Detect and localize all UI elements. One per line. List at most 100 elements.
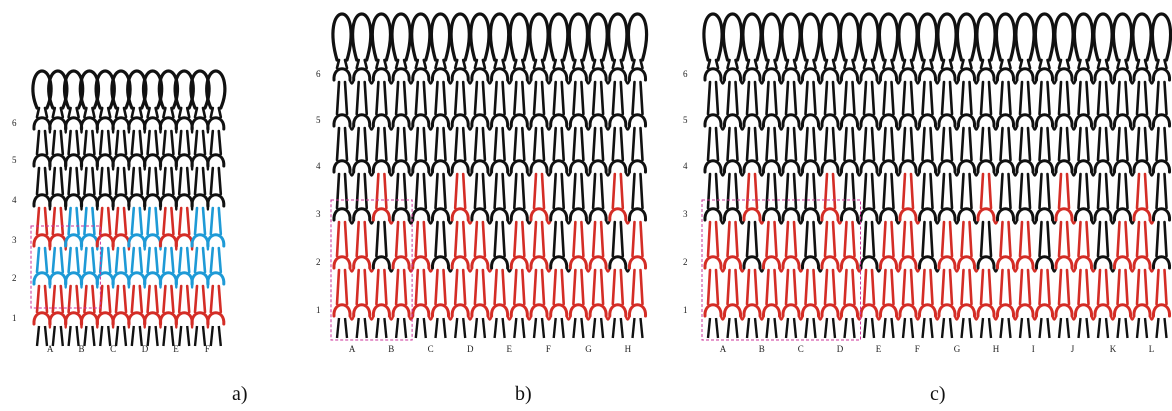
stitch-arc xyxy=(509,255,529,270)
stitch-arc xyxy=(48,311,68,326)
stitch-leg xyxy=(1104,220,1110,258)
stitch-leg xyxy=(1143,268,1149,306)
column-label: E xyxy=(173,344,179,354)
tail-strand xyxy=(91,325,96,347)
stitch-arc xyxy=(79,193,99,208)
stitch-arc xyxy=(174,193,194,208)
stitch-leg xyxy=(639,220,644,258)
stitch-leg xyxy=(363,80,369,116)
stitch-leg xyxy=(968,172,973,210)
stitch-leg xyxy=(375,58,380,70)
tail-strand xyxy=(726,317,731,339)
stitch-leg xyxy=(383,220,388,258)
stitch-leg xyxy=(823,58,829,70)
stitch-arc xyxy=(742,159,762,174)
stitch-leg xyxy=(901,220,907,258)
tail-strand xyxy=(138,325,143,347)
tail-strand xyxy=(493,317,498,339)
needle-loop xyxy=(94,69,116,110)
stitch-leg xyxy=(473,220,479,258)
stitch-arc xyxy=(174,233,194,248)
stitch-leg xyxy=(765,80,770,116)
row-label: 2 xyxy=(12,273,17,283)
stitch-arc xyxy=(996,303,1015,318)
needle-loop xyxy=(1111,12,1134,62)
stitch-leg xyxy=(765,220,770,258)
stitch-leg xyxy=(560,268,566,306)
stitch-arc xyxy=(143,233,163,248)
stitch-arc xyxy=(723,67,742,82)
row-label: 4 xyxy=(683,161,688,171)
stitch-leg xyxy=(765,58,770,70)
stitch-leg xyxy=(639,126,644,162)
stitch-leg xyxy=(1116,58,1121,70)
stitch-leg xyxy=(540,220,546,258)
stitch-arc xyxy=(1152,303,1171,318)
stitch-leg xyxy=(1077,268,1082,306)
stitch-leg xyxy=(1096,172,1102,210)
stitch-leg xyxy=(59,166,65,196)
stitch-arc xyxy=(529,67,549,82)
stitch-arc xyxy=(957,159,976,174)
stitch-leg xyxy=(843,80,848,116)
stitch-leg xyxy=(890,172,895,210)
stitch-arc xyxy=(588,303,608,318)
stitch-arc xyxy=(976,67,996,82)
stitch-arc xyxy=(111,311,131,326)
stitch-leg xyxy=(1143,80,1149,116)
stitch-leg xyxy=(714,172,720,210)
stitch-leg xyxy=(520,268,526,306)
stitch-arc xyxy=(1035,113,1054,128)
stitch-leg xyxy=(43,246,49,274)
stitch-leg xyxy=(987,58,993,70)
stitch-leg xyxy=(870,220,876,258)
stitch-arc xyxy=(820,303,840,318)
stitch-arc xyxy=(723,113,742,128)
needle-loop xyxy=(799,12,822,62)
stitch-arc xyxy=(996,67,1015,82)
stitch-leg xyxy=(979,58,985,70)
stitch-arc xyxy=(918,303,937,318)
stitch-leg xyxy=(870,172,876,210)
stitch-leg xyxy=(114,166,120,196)
stitch-arc xyxy=(1152,159,1171,174)
column-label: G xyxy=(585,344,592,354)
stitch-arc xyxy=(801,67,820,82)
stitch-leg xyxy=(580,268,585,306)
stitch-leg xyxy=(177,284,183,314)
stitch-arc xyxy=(371,113,391,128)
stitch-leg xyxy=(422,172,428,210)
stitch-arc xyxy=(79,271,99,286)
stitch-leg xyxy=(773,80,778,116)
stitch-leg xyxy=(434,172,439,210)
stitch-leg xyxy=(948,58,954,70)
stitch-leg xyxy=(75,166,80,196)
stitch-leg xyxy=(999,80,1004,116)
tail-strand xyxy=(434,317,439,339)
stitch-leg xyxy=(1163,80,1168,116)
stitch-leg xyxy=(91,246,96,274)
stitch-arc xyxy=(937,255,957,270)
stitch-leg xyxy=(812,58,817,70)
tail-strand xyxy=(831,317,837,339)
stitch-arc xyxy=(411,207,431,222)
stitch-arc xyxy=(1074,67,1093,82)
stitch-leg xyxy=(75,206,80,236)
tail-strand xyxy=(375,317,380,339)
tail-strand xyxy=(521,317,526,339)
tail-strand xyxy=(909,317,915,339)
stitch-leg xyxy=(1018,220,1024,258)
stitch-leg xyxy=(552,80,558,116)
stitch-leg xyxy=(67,166,72,196)
stitch-arc xyxy=(588,255,608,270)
tail-strand xyxy=(1065,317,1071,339)
stitch-arc xyxy=(742,303,762,318)
stitch-leg xyxy=(804,58,809,70)
stitch-leg xyxy=(114,206,120,236)
stitch-leg xyxy=(501,126,506,162)
stitch-leg xyxy=(882,80,887,116)
stitch-leg xyxy=(979,220,985,258)
stitch-arc xyxy=(529,113,549,128)
stitch-leg xyxy=(193,246,199,274)
stitch-leg xyxy=(414,172,420,210)
